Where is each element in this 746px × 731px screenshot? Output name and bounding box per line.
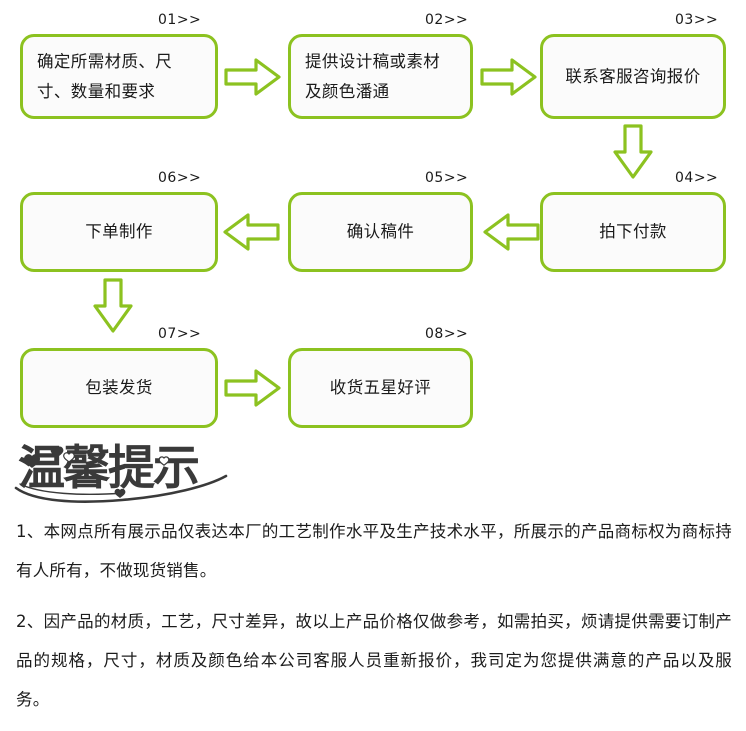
warm-reminder-logo: 温馨提示: [12, 438, 244, 504]
tip-paragraph-2: 2、因产品的材质，工艺，尺寸差异，故以上产品价格仅做参考，如需拍买，烦请提供需要…: [16, 612, 732, 709]
warm-reminder-logo-text: 温馨提示: [18, 441, 198, 496]
arrow-left-04-05: [483, 213, 540, 251]
flow-node-01-label: 确定所需材质、尺寸、数量和要求: [37, 51, 173, 101]
flow-node-02-label: 提供设计稿或素材及颜色潘通: [305, 51, 441, 101]
step-number-01: 01>>: [158, 12, 202, 28]
flow-node-04-label: 拍下付款: [599, 222, 667, 241]
step-number-03: 03>>: [675, 12, 719, 28]
flow-node-06[interactable]: 下单制作: [20, 192, 218, 272]
step-number-04: 04>>: [675, 170, 719, 186]
step-number-07: 07>>: [158, 326, 202, 342]
step-number-05: 05>>: [425, 170, 469, 186]
process-flowchart: 01>> 确定所需材质、尺寸、数量和要求 02>> 提供设计稿或素材及颜色潘通 …: [20, 12, 726, 428]
flow-node-07[interactable]: 包装发货: [20, 348, 218, 428]
step-number-08: 08>>: [425, 326, 469, 342]
flow-node-06-label: 下单制作: [85, 222, 153, 241]
tips-body: 1、本网点所有展示品仅表达本厂的工艺制作水平及生产技术水平，所展示的产品商标权为…: [16, 512, 732, 731]
flow-node-02[interactable]: 提供设计稿或素材及颜色潘通: [288, 34, 473, 119]
flow-node-03-label: 联系客服咨询报价: [565, 66, 701, 86]
step-number-02: 02>>: [425, 12, 469, 28]
step-number-06: 06>>: [158, 170, 202, 186]
arrow-right-07-08: [224, 369, 281, 407]
arrow-left-05-06: [223, 213, 280, 251]
flow-node-05[interactable]: 确认稿件: [288, 192, 473, 272]
flow-node-04[interactable]: 拍下付款: [540, 192, 726, 272]
tip-paragraph-1: 1、本网点所有展示品仅表达本厂的工艺制作水平及生产技术水平，所展示的产品商标权为…: [16, 522, 732, 580]
flow-node-03[interactable]: 联系客服咨询报价: [540, 34, 726, 119]
arrow-right-01-02: [224, 58, 281, 96]
flow-node-07-label: 包装发货: [85, 378, 153, 397]
flow-node-08[interactable]: 收货五星好评: [288, 348, 473, 428]
flow-node-05-label: 确认稿件: [346, 222, 415, 241]
flow-node-08-label: 收货五星好评: [329, 378, 432, 397]
arrow-right-02-03: [480, 58, 537, 96]
flow-node-01[interactable]: 确定所需材质、尺寸、数量和要求: [20, 34, 218, 119]
arrow-down-06-07: [92, 278, 134, 334]
arrow-down-03-04: [612, 124, 654, 180]
